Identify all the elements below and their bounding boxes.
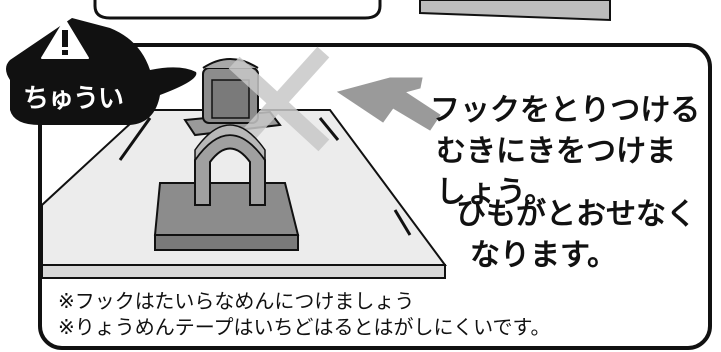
result-line-1: ひもがとおせなく	[456, 197, 696, 232]
instruction-text: フックをとりつける むきにきをつけま しょう。	[430, 90, 710, 213]
result-line-2: なります。	[470, 238, 617, 273]
instruction-line-2: むきにきをつけま	[436, 134, 676, 169]
direction-arrow-icon	[336, 77, 441, 131]
notes-block: ※フックはたいらなめんにつけましょう ※りょうめんテープはいちどはるとはがしにく…	[58, 288, 698, 340]
note-double-tape: ※りょうめんテープはいちどはるとはがしにくいです。	[58, 315, 551, 339]
top-left-panel	[93, 0, 382, 20]
result-text: ひもがとおせなく なります。	[456, 194, 706, 276]
correct-hook	[153, 124, 300, 251]
top-right-panel	[419, 0, 611, 22]
surface-board-edge	[41, 264, 446, 279]
instruction-line-1: フックをとりつける	[430, 93, 701, 128]
caution-label: ちゅうい	[22, 84, 124, 114]
instruction-line-3: しょう。	[436, 175, 555, 210]
cross-mark-icon	[228, 46, 330, 152]
note-flat-surface: ※フックはたいらなめんにつけましょう	[58, 289, 415, 313]
